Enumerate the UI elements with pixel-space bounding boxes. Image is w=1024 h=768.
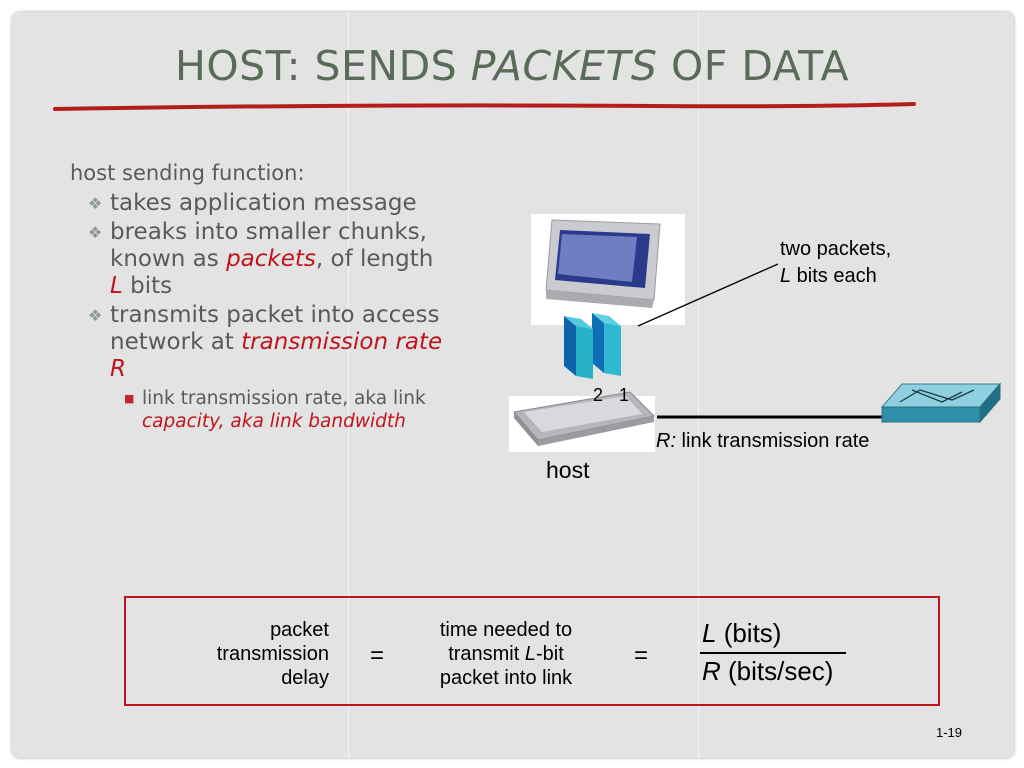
formula-denominator: R (bits/sec) xyxy=(702,656,834,686)
slide-panel: HOST: SENDS PACKETS OF DATA host sending… xyxy=(12,12,1014,758)
title-underline xyxy=(53,102,916,111)
keyboard-icon xyxy=(509,391,656,452)
packets-callout-label: two packets, L bits each xyxy=(780,238,892,287)
host-diagram xyxy=(509,214,1002,452)
monitor-icon xyxy=(531,214,685,325)
callout-line xyxy=(637,263,779,327)
packet-icon xyxy=(592,313,621,376)
diamond-bullet-icon: ❖ xyxy=(88,194,103,213)
background-line xyxy=(698,12,699,758)
bullet-item: ❖ transmits packet into access network a… xyxy=(88,302,443,382)
square-bullet-icon: ■ xyxy=(124,392,135,405)
formula-middle: time needed to transmit L-bit packet int… xyxy=(439,619,573,689)
page-number: 1-19 xyxy=(935,725,962,740)
switch-icon xyxy=(880,382,1002,424)
equals-sign: = xyxy=(634,642,649,669)
bullet-item: ❖ takes application message xyxy=(88,190,417,216)
slide-title: HOST: SENDS PACKETS OF DATA xyxy=(174,42,849,90)
packet-number: 1 xyxy=(619,385,630,405)
fraction-bar xyxy=(700,652,846,654)
formula-lhs: packet transmission delay xyxy=(216,619,329,689)
equals-sign: = xyxy=(370,642,385,669)
packet-number: 2 xyxy=(593,385,604,405)
delay-formula-box: packet transmission delay = time needed … xyxy=(124,596,940,706)
bullet-list: host sending function: ❖ takes applicati… xyxy=(70,160,450,433)
diamond-bullet-icon: ❖ xyxy=(88,223,103,242)
background-line xyxy=(348,12,349,758)
bullet-heading: host sending function: xyxy=(70,161,305,185)
diamond-bullet-icon: ❖ xyxy=(88,306,103,325)
bullet-item: ❖ breaks into smaller chunks, known as p… xyxy=(88,219,434,299)
packet-icon xyxy=(564,316,593,379)
link-rate-label: R: link transmission rate xyxy=(656,430,870,452)
formula-numerator: L (bits) xyxy=(702,618,782,648)
host-label: host xyxy=(546,457,590,483)
sub-bullet-item: ■ link transmission rate, aka link capac… xyxy=(124,388,426,432)
